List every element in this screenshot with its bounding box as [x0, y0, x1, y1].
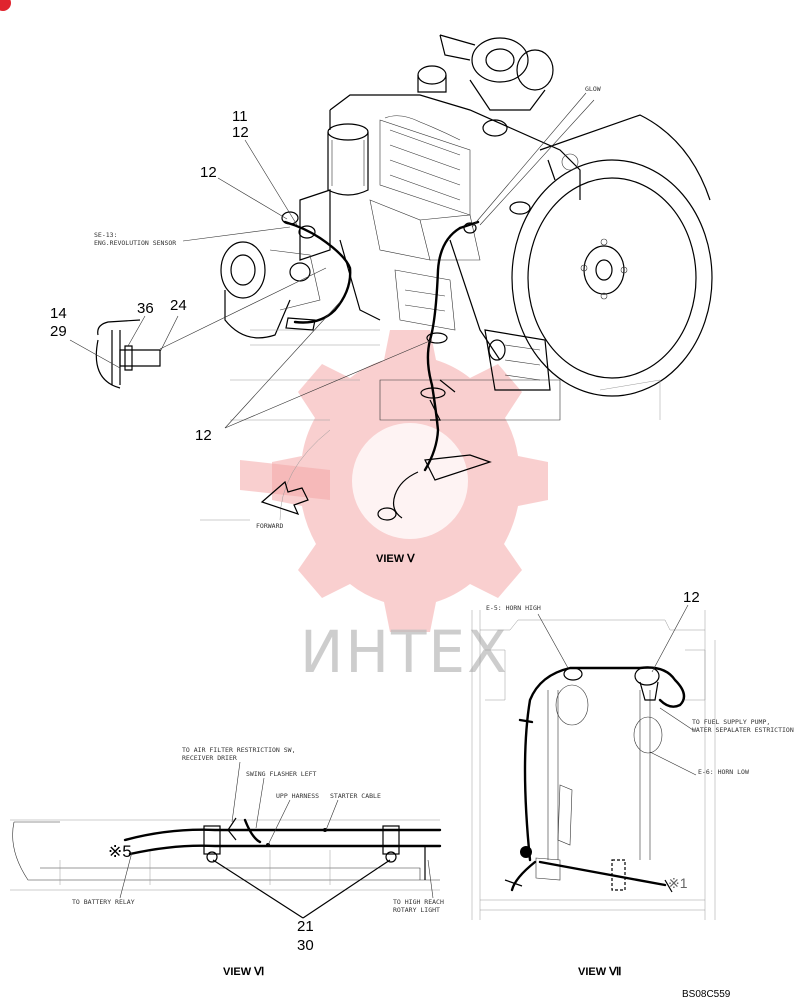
starter-cable-label: STARTER CABLE: [330, 792, 381, 800]
air-filter-label-1: TO AIR FILTER RESTRICTION SW,: [182, 746, 296, 754]
view-v-title: VIEW Ⅴ: [376, 553, 415, 565]
high-reach-label-2: ROTARY LIGHT: [393, 906, 440, 914]
view-vi-drawing: [10, 817, 442, 891]
forward-arrow-icon: [260, 480, 309, 515]
view-vi-title: VIEW Ⅵ: [223, 966, 264, 978]
se13-code: SE-13:: [94, 231, 117, 239]
engine-harness: [281, 211, 492, 521]
callout-12-top: 12: [232, 124, 249, 141]
callout-12-right: 12: [683, 589, 700, 606]
callout-12-center: 12: [195, 427, 212, 444]
callout-30: 30: [297, 937, 314, 954]
swing-flasher-label: SWING FLASHER LEFT: [246, 770, 317, 778]
mark-1: ※1: [668, 875, 688, 891]
fuel-supply-label-1: TO FUEL SUPPLY PUMP,: [692, 718, 770, 726]
callout-14: 14: [50, 305, 67, 322]
air-filter-label-2: RECEIVER DRIER: [182, 754, 237, 762]
drawing-code: BS08C559: [682, 989, 731, 1000]
callout-12-left: 12: [200, 164, 217, 181]
engine-drawing: [200, 34, 713, 521]
mark-5: ※5: [108, 842, 132, 861]
view-vii-title: VIEW Ⅶ: [578, 966, 621, 978]
se13-name: ENG.REVOLUTION SENSOR: [94, 239, 176, 247]
fuel-supply-label-2: WATER SEPALATER ESTRICTION: [692, 726, 794, 734]
forward-label: FORWARD: [256, 522, 283, 530]
view-v-leaders: [159, 92, 595, 429]
callout-36: 36: [137, 300, 154, 317]
view-vii-leaders: [537, 604, 697, 776]
view-vii-drawing: [471, 610, 716, 920]
view-vii-harness: [504, 666, 686, 893]
callout-29: 29: [50, 323, 67, 340]
watermark-gear-icon: [240, 330, 548, 632]
view-vi-leaders: [119, 761, 434, 919]
callout-24: 24: [170, 297, 187, 314]
callout-21: 21: [297, 918, 314, 935]
upp-harness-label: UPP HARNESS: [276, 792, 319, 800]
corner-badge: [0, 0, 11, 11]
clamp-detail-inset: [69, 315, 179, 389]
battery-relay-label: TO BATTERY RELAY: [72, 898, 135, 906]
watermark-text: ИНТЕХ: [300, 618, 509, 686]
e6-label: E-6: HORN LOW: [698, 768, 749, 776]
e5-label: E-5: HORN HIGH: [486, 604, 541, 612]
callout-11: 11: [232, 108, 248, 125]
high-reach-label-1: TO HIGH REACH: [393, 898, 444, 906]
glow-label: GLOW: [585, 85, 601, 93]
